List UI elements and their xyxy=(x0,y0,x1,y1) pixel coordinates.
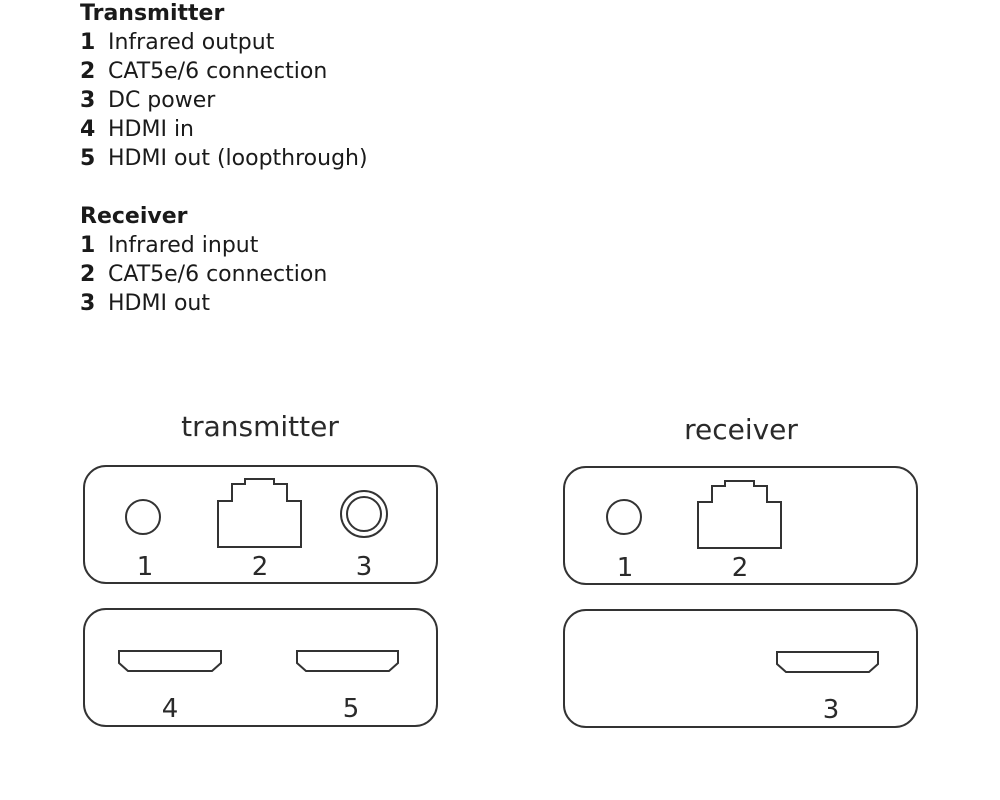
legend-item: 2 CAT5e/6 connection xyxy=(80,260,327,289)
dc-power-port-inner-icon xyxy=(346,496,382,532)
port-number-label: 5 xyxy=(343,694,360,724)
receiver-diagram-label: receiver xyxy=(684,413,798,446)
legend-number: 3 xyxy=(80,88,96,113)
port-number-label: 2 xyxy=(252,552,269,582)
legend-text: HDMI out xyxy=(108,291,210,316)
transmitter-legend-title: Transmitter xyxy=(80,1,225,26)
cat5e-port-icon xyxy=(217,478,302,548)
legend-number: 4 xyxy=(80,117,96,142)
legend-text: Infrared output xyxy=(108,30,275,55)
port-number-label: 3 xyxy=(823,695,840,725)
receiver-legend-title: Receiver xyxy=(80,204,188,229)
receiver-legend: Receiver 1 Infrared input 2 CAT5e/6 connec… xyxy=(80,203,327,318)
legend-item: 1 Infrared input xyxy=(80,231,327,260)
cat5e-port-icon xyxy=(697,480,782,549)
infrared-input-port-icon xyxy=(606,499,642,535)
hdmi-loopthrough-port-icon xyxy=(296,650,399,672)
legend-item: 3 DC power xyxy=(80,86,368,115)
infrared-output-port-icon xyxy=(125,499,161,535)
receiver-front-panel xyxy=(563,466,918,585)
transmitter-back-panel xyxy=(83,608,438,727)
legend-text: HDMI in xyxy=(108,117,195,142)
port-number-label: 3 xyxy=(356,552,373,582)
port-number-label: 4 xyxy=(162,694,179,724)
legend-number: 3 xyxy=(80,291,96,316)
legend-item: 4 HDMI in xyxy=(80,115,368,144)
legend-number: 2 xyxy=(80,59,96,84)
hdmi-out-port-icon xyxy=(776,651,879,673)
legend-number: 5 xyxy=(80,146,96,171)
port-number-label: 2 xyxy=(732,553,749,583)
transmitter-front-panel xyxy=(83,465,438,584)
dc-power-port-icon xyxy=(340,490,388,538)
receiver-back-panel xyxy=(563,609,918,728)
legend-text: HDMI out (loopthrough) xyxy=(108,146,368,171)
legend-number: 1 xyxy=(80,30,96,55)
transmitter-diagram-label: transmitter xyxy=(181,410,339,443)
receiver-legend-list: 1 Infrared input 2 CAT5e/6 connection 3 HDM… xyxy=(80,231,327,318)
legend-item: 5 HDMI out (loopthrough) xyxy=(80,144,368,173)
legend-text: Infrared input xyxy=(108,233,259,258)
legend-item: 3 HDMI out xyxy=(80,289,327,318)
legend-text: DC power xyxy=(108,88,216,113)
legend-text: CAT5e/6 connection xyxy=(108,262,328,287)
transmitter-legend: Transmitter 1 Infrared output 2 CAT5e/6 co… xyxy=(80,0,368,173)
legend-item: 1 Infrared output xyxy=(80,28,368,57)
hdmi-in-port-icon xyxy=(118,650,222,672)
legend-number: 2 xyxy=(80,262,96,287)
legend-number: 1 xyxy=(80,233,96,258)
port-number-label: 1 xyxy=(137,552,154,582)
legend-item: 2 CAT5e/6 connection xyxy=(80,57,368,86)
transmitter-legend-list: 1 Infrared output 2 CAT5e/6 connection 3 DC… xyxy=(80,28,368,173)
legend-text: CAT5e/6 connection xyxy=(108,59,328,84)
port-number-label: 1 xyxy=(617,553,634,583)
